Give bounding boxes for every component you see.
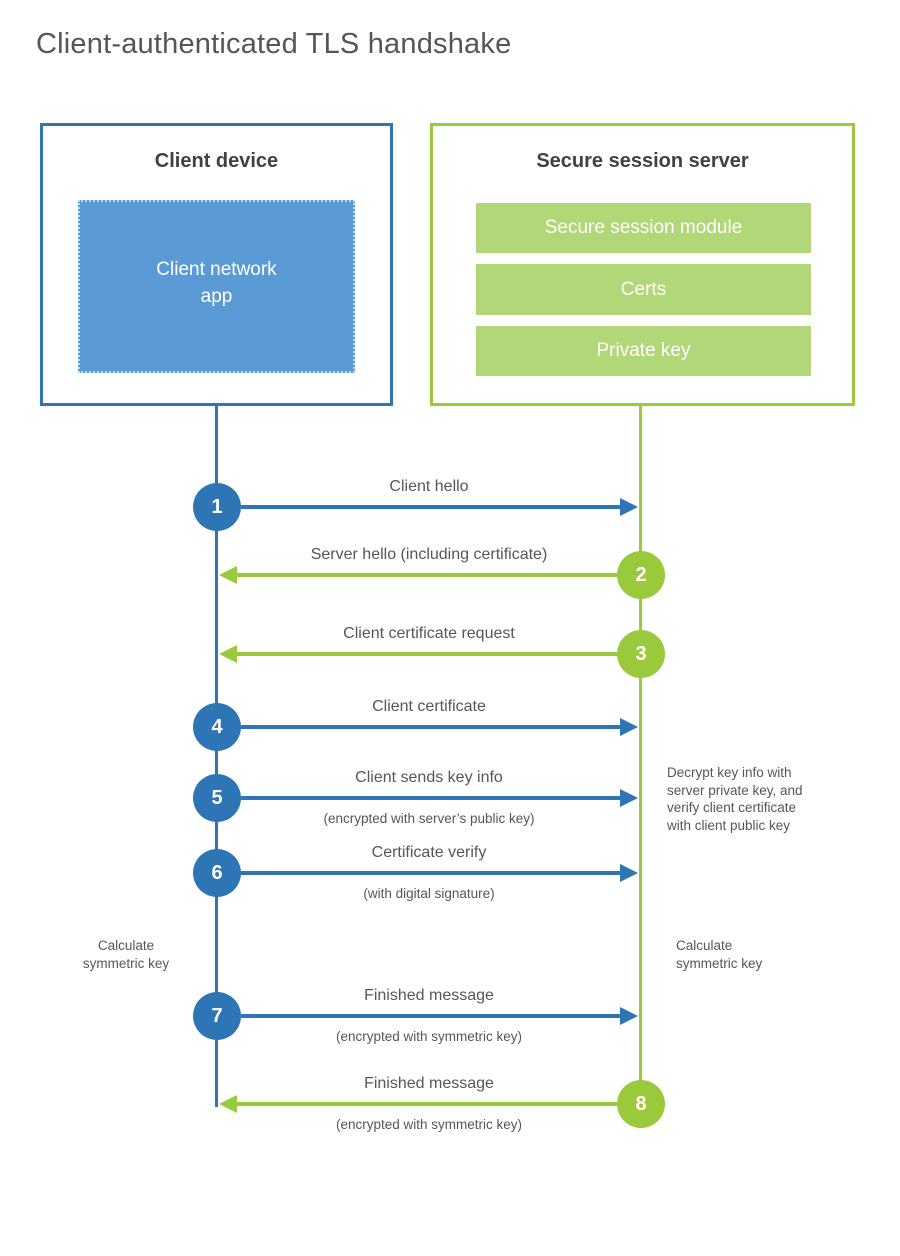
step-circle: 2 <box>617 551 665 599</box>
secure-session-server-heading: Secure session server <box>536 150 749 172</box>
client-network-app-label: Client network app <box>156 258 277 307</box>
message-arrow-head <box>620 1007 638 1025</box>
message-arrow-head <box>620 789 638 807</box>
message-label: Finished message <box>364 1075 494 1092</box>
message-arrow-line <box>241 871 621 875</box>
message-label: Client sends key info <box>355 769 503 786</box>
message-sublabel: (with digital signature) <box>363 886 495 901</box>
message-arrow-line <box>236 1102 617 1106</box>
server-module-secure-session: Secure session module <box>476 203 811 253</box>
server-module-private-key: Private key <box>476 326 811 376</box>
message-label: Client certificate <box>372 698 486 715</box>
client-network-app-box: Client network app <box>78 200 355 373</box>
note-calculate-symmetric-key-server: Calculate symmetric key <box>676 938 763 971</box>
step-circle: 7 <box>193 992 241 1040</box>
message-sublabel: (encrypted with symmetric key) <box>335 1029 523 1044</box>
client-device-box: Client device Client network app <box>40 123 393 406</box>
message-arrow-head <box>620 864 638 882</box>
page-title: Client-authenticated TLS handshake <box>36 28 512 60</box>
message-arrow-line <box>241 505 621 509</box>
message-arrow-head <box>620 498 638 516</box>
step-circle: 6 <box>193 849 241 897</box>
server-lifeline <box>639 406 642 1104</box>
step-circle: 8 <box>617 1080 665 1128</box>
message-arrow-line <box>241 725 621 729</box>
message-arrow-line <box>236 652 617 656</box>
step-circle: 4 <box>193 703 241 751</box>
client-lifeline <box>215 406 218 1107</box>
message-sublabel: (encrypted with symmetric key) <box>335 1117 523 1132</box>
message-arrow-head <box>219 645 237 663</box>
message-arrow-head <box>219 1095 237 1113</box>
message-label: Server hello (including certificate) <box>310 546 548 563</box>
note-decrypt-key-info: Decrypt key info with server private key… <box>667 765 803 833</box>
secure-session-server-box: Secure session server Secure session mod… <box>430 123 855 406</box>
step-circle: 1 <box>193 483 241 531</box>
step-circle: 3 <box>617 630 665 678</box>
message-label: Client certificate request <box>343 625 515 642</box>
message-arrow-line <box>241 796 621 800</box>
message-arrow-line <box>241 1014 621 1018</box>
message-arrow-head <box>219 566 237 584</box>
message-label: Finished message <box>364 987 494 1004</box>
message-label: Certificate verify <box>371 844 487 861</box>
client-device-heading: Client device <box>154 150 279 172</box>
message-arrow-head <box>620 718 638 736</box>
note-calculate-symmetric-key-client: Calculate symmetric key <box>82 938 170 971</box>
message-label: Client hello <box>389 478 469 495</box>
server-module-certs: Certs <box>476 264 811 315</box>
message-sublabel: (encrypted with server’s public key) <box>323 811 535 826</box>
step-circle: 5 <box>193 774 241 822</box>
message-arrow-line <box>236 573 617 577</box>
